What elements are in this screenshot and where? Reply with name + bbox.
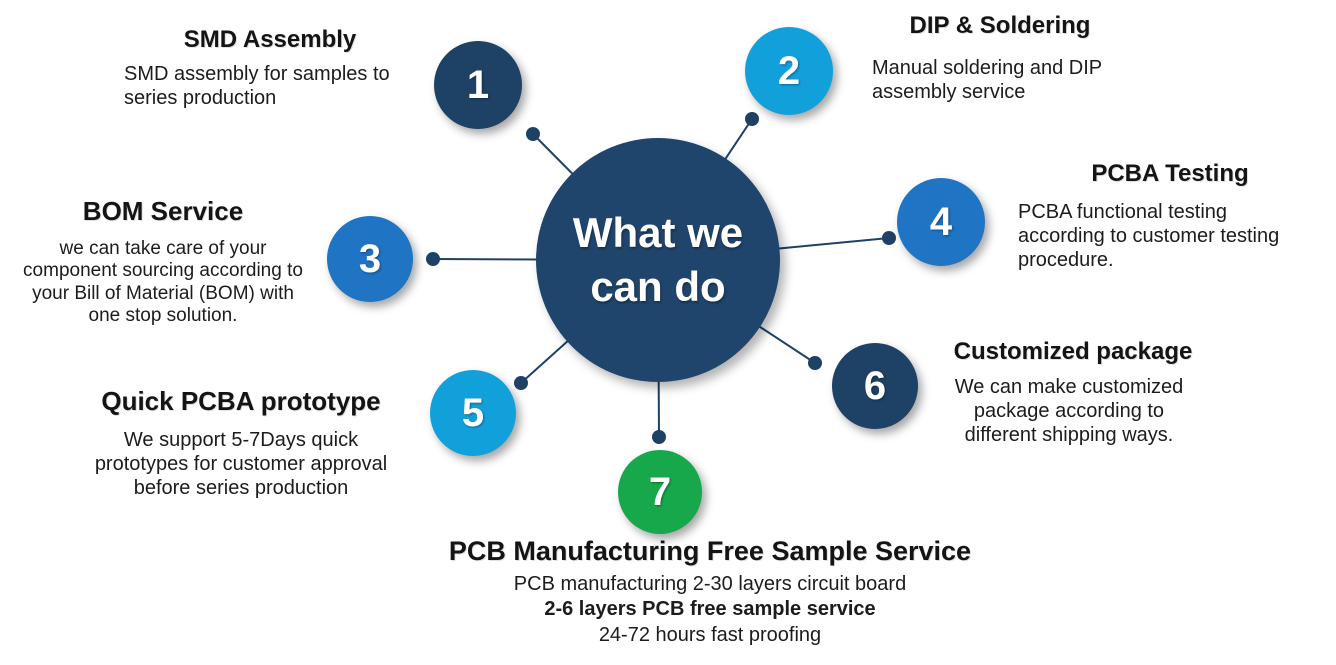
step-number-7: 7 xyxy=(648,470,672,514)
step-number-4: 4 xyxy=(929,200,953,244)
connector-dot-6 xyxy=(808,356,822,370)
center-title: What we can do xyxy=(572,209,744,310)
center-circle: What we can do xyxy=(536,138,780,382)
step-number-2: 2 xyxy=(777,49,801,93)
step-number-5: 5 xyxy=(461,391,485,435)
connector-dot-4 xyxy=(882,231,896,245)
step-circle-4: 4 xyxy=(897,178,985,266)
connector-dot-3 xyxy=(426,252,440,266)
step-circle-5: 5 xyxy=(430,370,516,456)
step-title-quick-pcba-prototype: Quick PCBA prototype xyxy=(101,386,381,416)
step-title-smd-assembly: SMD Assembly xyxy=(183,26,357,53)
step-circle-2: 2 xyxy=(745,27,833,115)
connector-dot-5 xyxy=(514,376,528,390)
step-desc-pcb-manufacturing-line1: PCB manufacturing 2-30 layers circuit bo… xyxy=(513,573,907,595)
step-desc-quick-pcba-prototype: We support 5-7Days quick prototypes for … xyxy=(94,429,388,499)
step-circle-1: 1 xyxy=(434,41,522,129)
step-title-pcba-testing: PCBA Testing xyxy=(1091,160,1249,187)
step-number-3: 3 xyxy=(358,237,382,281)
connector-dot-1 xyxy=(526,127,540,141)
step-title-customized-package: Customized package xyxy=(953,338,1193,365)
step-circle-3: 3 xyxy=(327,216,413,302)
step-circle-7: 7 xyxy=(618,450,702,534)
step-title-bom-service: BOM Service xyxy=(82,196,244,226)
step-circle-6: 6 xyxy=(832,343,918,429)
step-title-dip-soldering: DIP & Soldering xyxy=(909,12,1091,39)
step-title-pcb-manufacturing: PCB Manufacturing Free Sample Service xyxy=(448,536,972,566)
step-desc-pcba-testing: PCBA functional testing according to cus… xyxy=(1018,201,1280,271)
step-desc-customized-package: We can make customized package according… xyxy=(954,376,1184,446)
step-number-1: 1 xyxy=(466,63,490,107)
step-desc-pcb-manufacturing-line2: 2-6 layers PCB free sample service xyxy=(544,598,876,620)
step-desc-dip-soldering: Manual soldering and DIP assembly servic… xyxy=(872,57,1103,103)
connector-dot-7 xyxy=(652,430,666,444)
step-desc-bom-service: we can take care of your component sourc… xyxy=(23,238,303,327)
step-desc-smd-assembly: SMD assembly for samples to series produ… xyxy=(124,63,390,109)
connector-dot-2 xyxy=(745,112,759,126)
step-number-6: 6 xyxy=(863,364,887,408)
step-desc-pcb-manufacturing-line3: 24-72 hours fast proofing xyxy=(598,624,822,646)
